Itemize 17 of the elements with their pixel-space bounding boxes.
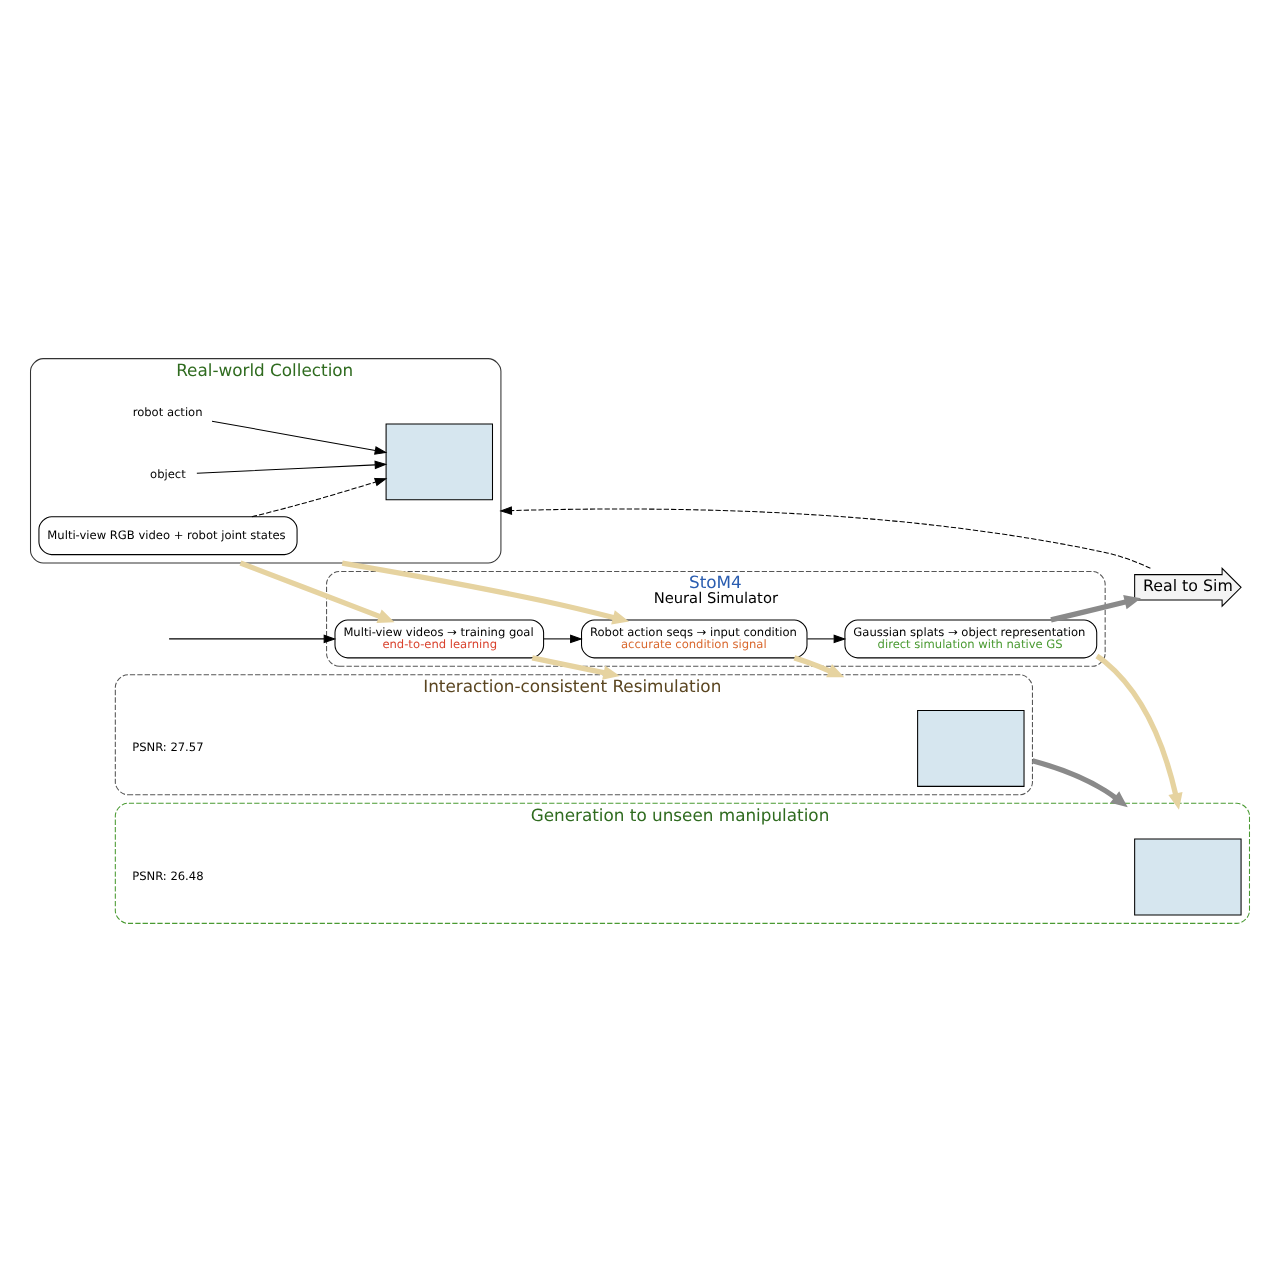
arrow [806,633,847,643]
arrow [531,654,620,679]
node-box [917,709,1025,786]
arrow [499,505,1151,568]
node-box [385,422,494,500]
arrow [1031,757,1128,807]
node-box [1134,837,1242,915]
arrow [1050,594,1141,622]
arrow [196,459,388,473]
arrow [793,654,845,677]
arrow [251,476,388,517]
arrow [543,633,583,643]
arrow [341,559,630,624]
arrow [168,633,337,643]
arrow [211,419,388,454]
arrow [1095,652,1183,809]
arrow [239,559,395,622]
